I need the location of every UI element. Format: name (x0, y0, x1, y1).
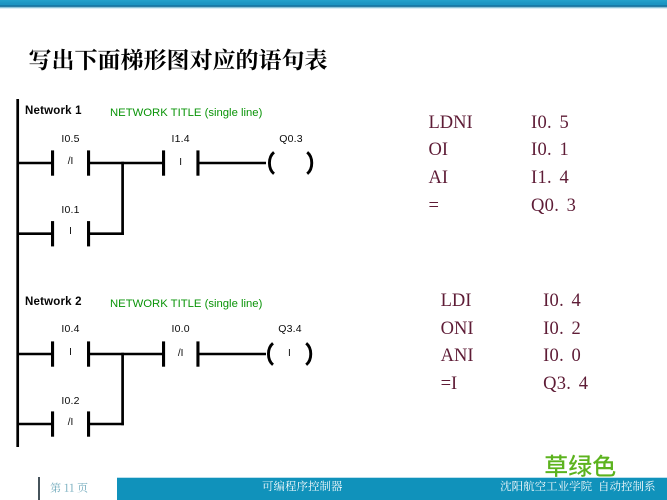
statement-operand: Q0. 3 (531, 195, 577, 216)
statement-opcode: = (428, 195, 439, 216)
contact-i0_2-symbol: /I (67, 417, 74, 429)
statement-row: LDNI I0. 5 (429, 110, 577, 138)
statement-opcode: OI (428, 140, 449, 161)
color-note-glyphs (545, 454, 616, 477)
statement-operand: I0. 0 (543, 346, 582, 367)
network1-title: NETWORK TITLE (single line) (110, 106, 263, 119)
statement-opcode: ONI (440, 318, 474, 339)
statement-operand: I0. 1 (531, 140, 570, 161)
contact-i0_2-label: I0.2 (61, 395, 80, 408)
coil-q3_4-symbol: I (288, 347, 291, 359)
statement-opcode: LDI (440, 290, 472, 311)
slide-title-glyphs (28, 48, 327, 71)
contact-i1_4-label: I1.4 (171, 132, 190, 145)
statement-opcode: ANI (440, 346, 474, 367)
coil-q0_3-label: Q0.3 (279, 133, 303, 146)
ladder-diagram-lines (16, 99, 314, 447)
statement-row: =I Q3. 4 (441, 371, 589, 399)
network2-name: Network 2 (25, 296, 82, 309)
statement-row: ONI I0. 2 (441, 315, 589, 343)
statement-operand: Q3. 4 (543, 374, 589, 395)
coil-q3_4-label: Q3.4 (278, 323, 302, 335)
statement-row: LDI I0. 4 (441, 288, 589, 316)
statement-operand: I0. 2 (543, 318, 582, 339)
top-accent-bar (0, 0, 667, 10)
statement-operand: I0. 5 (531, 112, 570, 133)
contact-i0_0-label: I0.0 (171, 323, 190, 335)
statement-row: = Q0. 3 (429, 192, 577, 220)
footer-bar (117, 477, 667, 500)
statement-operand: I0. 4 (543, 290, 582, 311)
contact-i0_5-symbol: /I (67, 156, 74, 168)
statement-row: ANI I0. 0 (441, 343, 589, 371)
statement-operand: I1. 4 (531, 168, 570, 189)
contact-i0_0-symbol: /I (177, 347, 184, 359)
contact-i0_5-label: I0.5 (61, 132, 80, 145)
contact-i0_4-symbol: I (69, 347, 72, 359)
statement-opcode: LDNI (428, 112, 473, 133)
contact-i0_1-label: I0.1 (61, 204, 80, 217)
network1-name: Network 1 (25, 104, 82, 117)
statement-opcode: AI (428, 168, 449, 189)
footer-course-glyphs (262, 480, 343, 491)
contact-i0_4-label: I0.4 (61, 323, 80, 335)
statement-list-network2: LDI I0. 4 ONI I0. 2 ANI I0. 0 =I Q3. 4 (441, 288, 589, 399)
statement-list-network1: LDNI I0. 5 OI I0. 1 AI I1. 4 = Q0. 3 (429, 110, 577, 220)
statement-row: OI I0. 1 (429, 137, 577, 165)
statement-opcode: =I (440, 374, 458, 395)
network2-title: NETWORK TITLE (single line) (110, 298, 263, 310)
footer-institution-glyphs (500, 480, 655, 492)
contact-i1_4-symbol: I (179, 156, 183, 168)
contact-i0_1-symbol: I (69, 226, 72, 238)
statement-row: AI I1. 4 (429, 165, 577, 193)
footer-separator (37, 477, 40, 500)
page-number-glyphs (50, 482, 88, 494)
